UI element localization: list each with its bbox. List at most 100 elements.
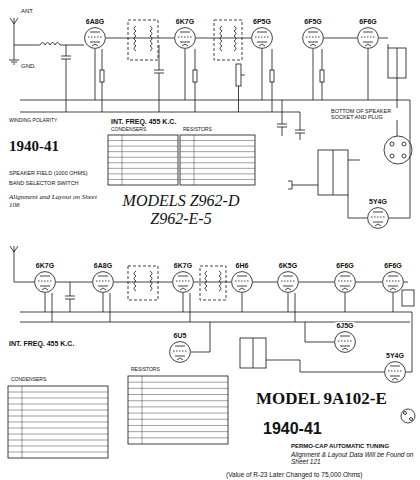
schematic-label: (Value of R-23 Later Changed to 75,000 O…: [225, 471, 363, 478]
tube-symbol: 6P5G: [251, 27, 273, 49]
schematic-label: Alignment & Layout Data Will be Found on…: [290, 451, 417, 465]
tube-cathode: [90, 42, 100, 43]
tube-heater: [390, 288, 396, 290]
supply-bus: [45, 293, 393, 312]
power-transformer: [406, 312, 412, 372]
tube-cathode: [340, 286, 350, 287]
speaker-socket: [402, 154, 406, 158]
table-rule: [128, 406, 228, 407]
cathode-resistor: [102, 82, 322, 112]
schematic-label: 1940-41: [262, 420, 323, 438]
cathode-resistor: [270, 70, 274, 82]
tube-symbol: 6F6G: [357, 27, 379, 49]
tube-symbol: 6A8G: [92, 271, 114, 293]
tuning-eye-wire: [305, 322, 334, 342]
table-frame: [180, 135, 255, 185]
tube-symbol: 6U5: [169, 341, 191, 363]
output-transformer: [402, 290, 414, 306]
tube-envelope: [172, 271, 194, 293]
tube-plate: [180, 32, 190, 33]
tube-envelope: [93, 272, 114, 293]
supply-bus: [20, 312, 412, 322]
output-transformer: [388, 44, 397, 78]
tube-type: 6A8G: [93, 262, 113, 270]
tube-cathode: [283, 286, 293, 287]
if-coil: [134, 26, 136, 51]
tube-type: 5Y4G: [385, 352, 405, 360]
tube-plate: [90, 32, 100, 33]
power-transformer: [240, 338, 266, 368]
tube-envelope: [368, 208, 389, 229]
tube-type: 6K7G: [175, 18, 195, 26]
tube-cathode: [175, 356, 185, 357]
supply-bus: [20, 293, 412, 322]
tube-cathode: [373, 222, 383, 223]
schematic-label: WINDING POLARITY: [8, 118, 58, 124]
table-rule: [128, 425, 228, 426]
tube-envelope: [384, 361, 406, 383]
tube-heater: [342, 348, 348, 350]
power-transformer: [253, 338, 254, 368]
tube-grid: [255, 37, 269, 38]
tube-cathode: [178, 286, 188, 287]
tube-symbol: 6F6G: [334, 271, 356, 293]
schematic-label: CONDENSERS: [110, 127, 147, 133]
table-rule: [128, 382, 228, 383]
schematic-label: CONDENSERS: [10, 377, 47, 383]
table-rule: [8, 410, 108, 411]
tube-grid: [38, 281, 52, 282]
tube-type: 6F5G: [303, 18, 323, 26]
filter-capacitor: [295, 112, 305, 140]
tube-symbol: 5Y4G: [367, 207, 389, 229]
table-rule: [180, 157, 255, 158]
tube-cathode: [363, 42, 373, 43]
tube-heater: [342, 288, 348, 290]
tube-heater: [285, 288, 291, 290]
if-transformer: [200, 266, 226, 300]
table-rule: [8, 440, 108, 441]
tube-grid: [178, 37, 192, 38]
table-rule: [180, 168, 255, 169]
volume-control: [239, 75, 246, 112]
power-transformer: [333, 150, 367, 218]
output-transformer: [379, 38, 406, 136]
tube-envelope: [383, 272, 404, 293]
table-rule: [8, 452, 108, 453]
tube-envelope: [302, 27, 324, 49]
tube-heater: [100, 288, 106, 290]
tube-grid: [88, 37, 102, 38]
tube-plate: [257, 32, 267, 33]
table-rule: [108, 140, 178, 141]
tube-grid: [338, 281, 352, 282]
if-coil: [234, 26, 236, 51]
antenna-wire: [10, 246, 34, 282]
tube-symbol: 6K7G: [34, 271, 56, 293]
tube-envelope: [85, 28, 106, 49]
tube-cathode: [237, 286, 247, 287]
supply-bus: [20, 49, 410, 112]
if-coil: [205, 271, 207, 291]
tube-envelope: [335, 332, 356, 353]
tube-envelope: [34, 271, 56, 293]
schematic-label: GND.: [20, 63, 37, 70]
tube-heater: [310, 44, 316, 46]
filter-capacitor: [277, 100, 287, 136]
schematic-label: BOTTOM OF SPEAKER SOCKET AND PLUG: [330, 108, 398, 120]
signal-wire: [114, 282, 172, 283]
tube-plate: [390, 366, 400, 367]
table-rule: [180, 151, 255, 152]
tube-symbol: 6A8G: [84, 27, 106, 49]
tube-envelope: [84, 27, 106, 49]
tube-envelope: [232, 272, 253, 293]
tube-envelope: [303, 28, 324, 49]
parts-table: [108, 135, 178, 185]
tube-type: 6K5G: [278, 262, 298, 270]
speaker-socket: [402, 142, 406, 146]
output-transformer: [379, 38, 388, 39]
table-rule: [108, 173, 178, 174]
tube-envelope: [35, 272, 56, 293]
tube-plate: [40, 276, 50, 277]
schematic-label: RESISTORS: [130, 367, 161, 373]
schematic-label: PERMO-CAP AUTOMATIC TUNING: [290, 443, 390, 450]
